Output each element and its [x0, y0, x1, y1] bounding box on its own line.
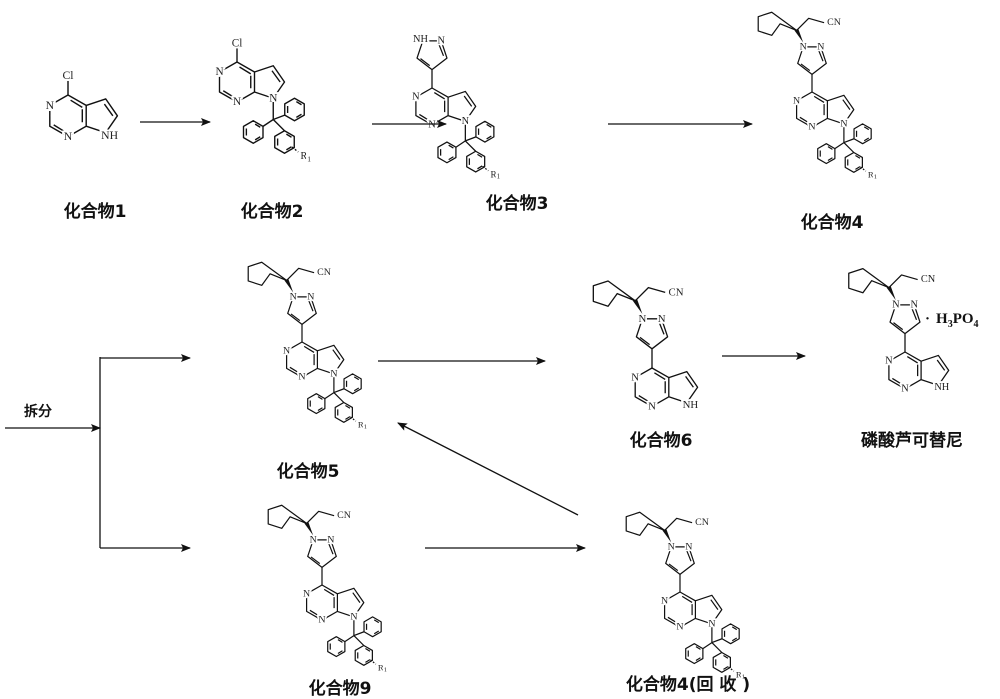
compound-4-structure [758, 12, 877, 180]
compound-9-structure [268, 505, 387, 673]
compound-4-recovered-label: 化合物4(回 收 ) [626, 674, 750, 695]
compound-3-label: 化合物3 [486, 193, 549, 214]
compound-1-label: 化合物1 [64, 201, 127, 222]
compound-5-structure [248, 262, 367, 430]
compound-3-structure: NH [412, 32, 500, 180]
compound-4-label: 化合物4 [801, 212, 864, 233]
svg-text:NH: NH [413, 34, 428, 45]
compound-6-structure [593, 281, 698, 412]
compound-2-label: 化合物2 [241, 201, 304, 222]
compound-2-structure: Cl [215, 35, 311, 163]
arrow-4-recovered-to-5 [397, 422, 579, 516]
compound-1-structure: Cl [46, 67, 119, 143]
phosphoric-acid-label: ·H3PO4 [925, 311, 979, 330]
compound-5-label: 化合物5 [277, 461, 340, 482]
compound-9-label: 化合物9 [309, 678, 372, 699]
resolution-label: 拆分 [24, 403, 52, 420]
svg-text:Cl: Cl [62, 69, 74, 82]
ruxolitinib-phosphate-structure [849, 269, 950, 395]
compound-4-recovered-structure [626, 512, 745, 680]
product-label: 磷酸芦可替尼 [861, 430, 963, 451]
compound-6-label: 化合物6 [630, 430, 693, 451]
svg-text:Cl: Cl [232, 37, 243, 49]
